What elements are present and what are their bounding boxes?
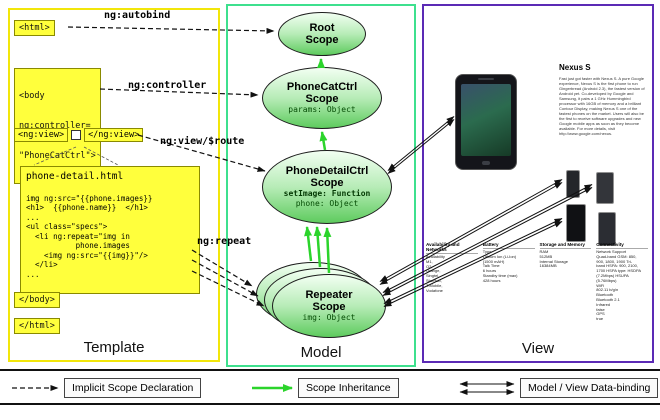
phone-thumbnail-4 bbox=[598, 212, 616, 246]
body-close-tag: </body> bbox=[14, 292, 60, 308]
spec-line: false bbox=[596, 306, 605, 312]
code-title: phone-detail.html bbox=[26, 171, 124, 182]
ngview-tags: <ng:view> </ng:view> bbox=[14, 128, 144, 142]
product-description: Fast just got faster with Nexus S. A pur… bbox=[559, 76, 645, 136]
phone-thumbnail-1 bbox=[566, 170, 580, 198]
spec-line: Network Support bbox=[596, 249, 627, 254]
phonedetailctrl-scope-title2: Scope bbox=[310, 177, 344, 189]
ng-repeat-label: ng:repeat bbox=[197, 236, 252, 247]
spec-line: WiFi bbox=[596, 282, 605, 288]
code-line: <img ng:src="{{img}}"/> bbox=[26, 250, 148, 260]
code-line: <h1> {{phone.name}} </h1> bbox=[26, 203, 148, 212]
repeater-scope-ellipse: Repeater Scope img: Object bbox=[272, 274, 386, 338]
body-open-line: "PhoneCatCtrl"> bbox=[19, 151, 96, 161]
view-panel-label: View bbox=[521, 340, 555, 357]
code-line: <li ng:repeat="img in bbox=[26, 231, 130, 241]
body-open-line: <body bbox=[19, 91, 45, 101]
phonecatctrl-scope-prop: params: Object bbox=[288, 105, 356, 114]
phone-home-button bbox=[482, 161, 490, 165]
legend-data-binding: Model / View Data-binding bbox=[520, 378, 659, 398]
code-line: <ul class="specs"> bbox=[26, 222, 108, 231]
spec-line: 900, 1800, 1900 Tri- bbox=[596, 258, 633, 264]
phonecatctrl-scope-ellipse: PhoneCatCtrl Scope params: Object bbox=[262, 67, 382, 129]
ngview-open-tag: <ng:view> bbox=[14, 128, 69, 142]
template-panel-label: Template bbox=[83, 339, 145, 356]
phonedetailctrl-scope-prop-setimage: setImage: Function bbox=[283, 189, 371, 198]
legend-top-rule bbox=[0, 369, 660, 371]
code-line: img ng:src="{{phone.images}} bbox=[26, 193, 153, 203]
phone-screen bbox=[461, 84, 511, 156]
code-line bbox=[26, 184, 194, 194]
ng-view-route-label: ng:view/$route bbox=[160, 136, 245, 147]
nexus-phone-image bbox=[455, 74, 517, 170]
phonedetailctrl-scope-ellipse: PhoneDetailCtrl Scope setImage: Function… bbox=[262, 150, 392, 224]
ngview-content-placeholder bbox=[71, 130, 82, 140]
phone-detail-template-code: phone-detail.html img ng:src="{{phone.im… bbox=[20, 166, 200, 294]
code-line: ... bbox=[26, 212, 40, 222]
root-scope-ellipse: Root Scope bbox=[278, 12, 366, 56]
spec-line: Bluetooth 2.1 bbox=[596, 296, 620, 302]
spec-line: band HSPA: 900, 2100, bbox=[596, 263, 638, 269]
spec-line: 16384MB bbox=[539, 263, 557, 269]
html-open-tag: <html> bbox=[14, 20, 55, 36]
code-line: phone.images bbox=[26, 241, 130, 250]
repeater-scope-title2: Scope bbox=[312, 301, 346, 313]
spec-line: Bluetooth bbox=[596, 292, 614, 298]
spec-header: Battery bbox=[482, 242, 535, 249]
spec-line: Infrared bbox=[596, 301, 611, 307]
ng-autobind-label: ng:autobind bbox=[104, 10, 171, 21]
ng-controller-label: ng:controller bbox=[128, 80, 207, 91]
body-open-line: ng:controller= bbox=[19, 121, 91, 131]
product-title: Nexus S bbox=[559, 63, 591, 72]
spec-line: GPS bbox=[596, 311, 605, 317]
legend-bottom-rule bbox=[0, 403, 660, 405]
legend-scope-inheritance: Scope Inheritance bbox=[298, 378, 399, 398]
spec-line: Quad-band GSM: 850, bbox=[596, 253, 637, 259]
root-scope-title: Root bbox=[309, 22, 335, 34]
phonedetailctrl-scope-title: PhoneDetailCtrl bbox=[285, 165, 369, 177]
phone-thumbnail-3 bbox=[566, 204, 586, 242]
root-scope-title2: Scope bbox=[305, 34, 339, 46]
spec-line: 1700 HSPA type: HSDPA bbox=[596, 268, 642, 274]
spec-header: Storage and Memory bbox=[539, 242, 592, 249]
spec-header: Connectivity bbox=[596, 242, 648, 249]
phone-thumbnail-2 bbox=[596, 172, 614, 204]
spec-line: 428 hours bbox=[482, 277, 501, 283]
code-line: </li> bbox=[26, 260, 58, 269]
model-panel-label: Model bbox=[300, 344, 342, 361]
spec-line: Vodafone bbox=[426, 287, 443, 293]
repeater-scope-prop: img: Object bbox=[302, 313, 356, 322]
spec-line: 802.11 b/g/n bbox=[596, 287, 619, 293]
phonecatctrl-scope-title2: Scope bbox=[305, 93, 339, 105]
html-close-tag: </html> bbox=[14, 318, 60, 334]
code-lines: img ng:src="{{phone.images}}<h1> {{phone… bbox=[26, 184, 194, 279]
phonecatctrl-scope-title: PhoneCatCtrl bbox=[286, 81, 358, 93]
code-line: ... bbox=[26, 269, 40, 279]
spec-line: true bbox=[596, 316, 604, 322]
ngview-close-tag: </ng:view> bbox=[84, 128, 144, 142]
legend-implicit-scope: Implicit Scope Declaration bbox=[64, 378, 202, 398]
spec-header: Availability and Networks bbox=[426, 242, 478, 254]
repeater-scope-title: Repeater bbox=[305, 289, 353, 301]
phonedetailctrl-scope-prop-phone: phone: Object bbox=[295, 199, 359, 208]
phone-earpiece bbox=[478, 78, 494, 80]
spec-line: (7.2Mbps) HSUPA bbox=[596, 272, 629, 278]
spec-line: (5.76Mbps) bbox=[596, 277, 617, 283]
